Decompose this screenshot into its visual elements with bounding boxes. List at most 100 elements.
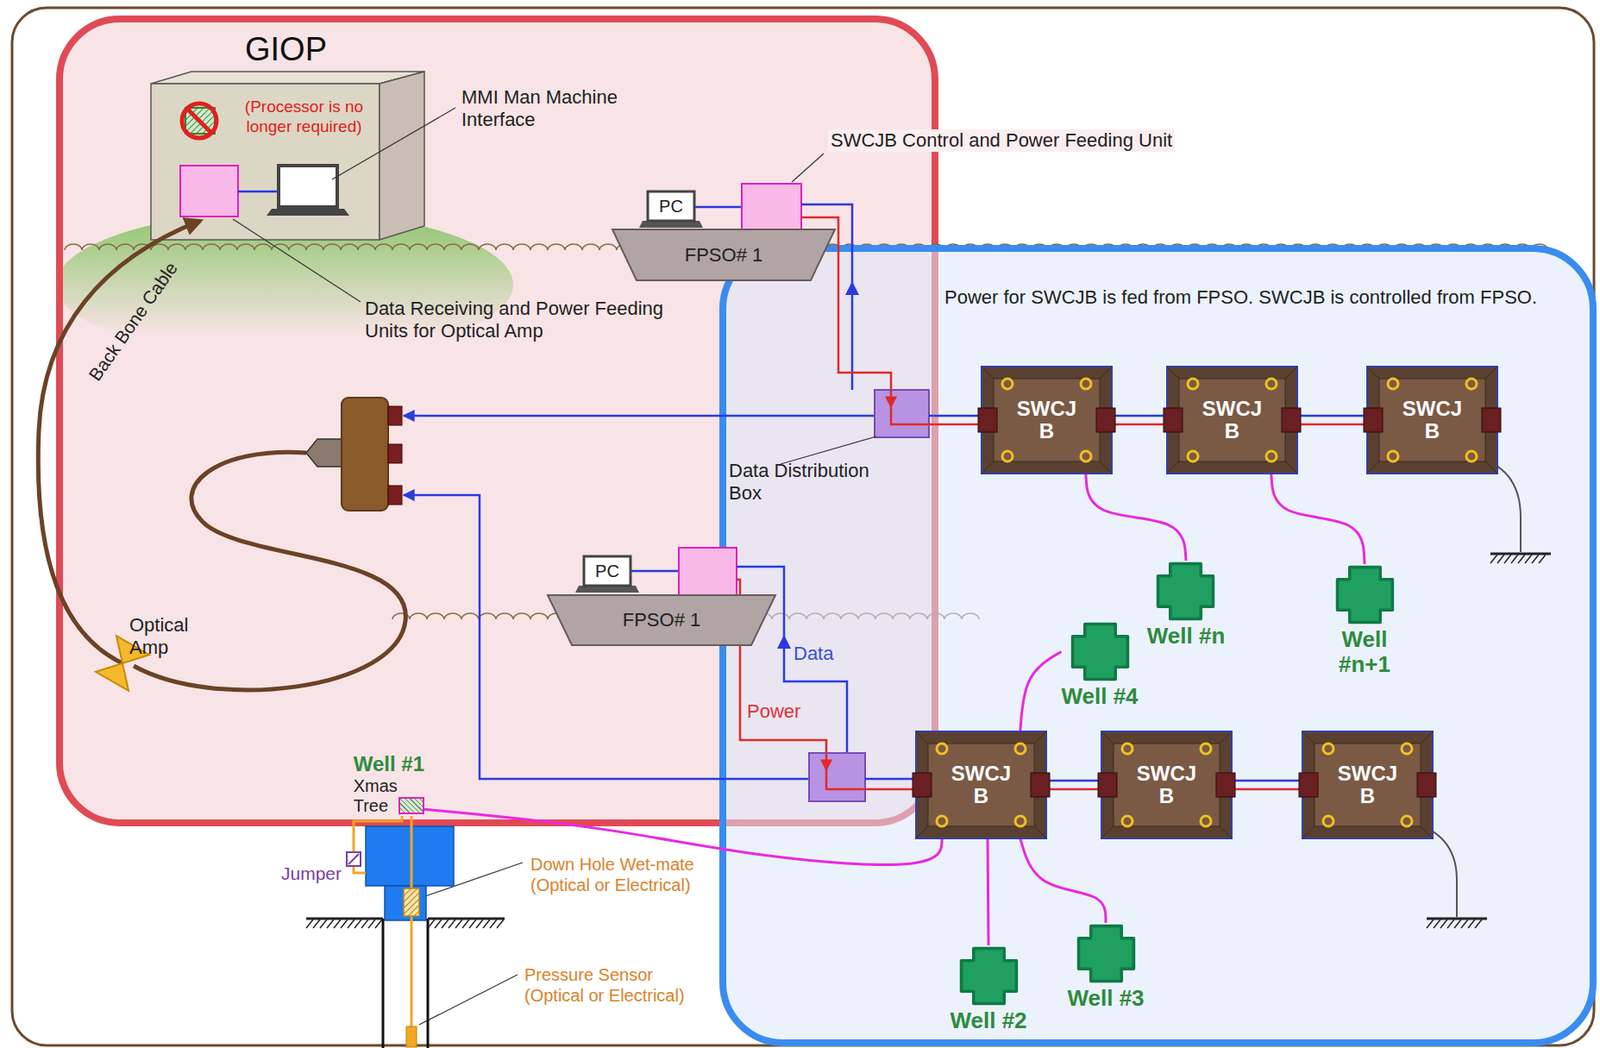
ground-symbol xyxy=(313,919,320,929)
label-holder: Data Receiving and Power Feeding Units f… xyxy=(364,297,710,344)
ground-symbol xyxy=(347,919,355,929)
junction-box: SWCJ B xyxy=(1167,366,1298,474)
node-label: SWCJ B xyxy=(947,762,1017,809)
signal-label: Data xyxy=(793,642,834,666)
leader-line xyxy=(232,219,361,302)
subsea-region-shape xyxy=(722,248,1594,1043)
data-line xyxy=(1111,414,1168,418)
label-holder: SWCJB Control and Power Feeding Unit xyxy=(828,129,1175,152)
ground-symbol xyxy=(306,917,383,921)
label-holder: Down Hole Wet-mate (Optical or Electrica… xyxy=(527,853,719,896)
well-head xyxy=(403,888,420,917)
back-bone-cable xyxy=(37,220,406,691)
ground-symbol xyxy=(489,919,497,929)
well-head xyxy=(353,865,366,873)
signal-label: Power xyxy=(746,700,801,723)
junction-box: SWCJ B xyxy=(1302,731,1433,839)
callout-label: Data Receiving and Power Feeding Units f… xyxy=(364,297,710,344)
node-label: Xmas Tree xyxy=(353,776,402,816)
node-label: Well #3 xyxy=(1066,985,1144,1011)
part-label: Optical Amp xyxy=(129,614,208,660)
onshore-station xyxy=(150,71,425,84)
well-head xyxy=(410,815,414,1029)
ground-symbol xyxy=(1518,554,1525,564)
node-label: PC xyxy=(595,561,620,582)
power-data-wiring xyxy=(845,281,860,295)
ground-symbol xyxy=(1524,554,1532,564)
branching-unit xyxy=(388,444,402,464)
xmas-tree: Well #1Xmas Tree xyxy=(353,752,425,816)
data-line xyxy=(1231,779,1303,783)
power-line xyxy=(1297,423,1368,427)
ground-symbol xyxy=(455,919,463,929)
well-node: Well #4 xyxy=(1060,621,1138,710)
power-data-wiring xyxy=(403,495,810,779)
ground-symbol xyxy=(1454,919,1462,929)
region-panel: SWCJ BSWCJ BSWCJ BWell #nWell #n+1Well #… xyxy=(719,244,1597,1047)
node-label: (Processor is no longer required) xyxy=(232,97,376,138)
label-holder: Data xyxy=(793,642,834,666)
node-label: SWCJ B xyxy=(1132,762,1202,809)
ground-symbol xyxy=(361,919,369,929)
well-head xyxy=(426,918,430,1048)
power-line xyxy=(1231,788,1303,791)
part-label: Jumper xyxy=(281,862,342,885)
label-holder: MMI Man Machine Interface xyxy=(461,86,634,132)
well-head xyxy=(346,852,361,866)
branching-unit xyxy=(388,406,402,426)
ground-symbol xyxy=(1511,554,1519,564)
ground-symbol xyxy=(306,553,1551,929)
ground-symbol xyxy=(469,919,477,929)
xmas-tree-block xyxy=(398,796,425,815)
power-data-wiring xyxy=(777,634,791,649)
well-jumper-cable xyxy=(1085,473,1186,561)
power-data-wiring xyxy=(403,204,982,802)
fpso-equipment xyxy=(630,570,679,573)
well-symbol xyxy=(958,945,1020,1007)
junction-box: SWCJ B xyxy=(916,731,1047,839)
well-head xyxy=(348,853,359,865)
well-symbol xyxy=(1334,564,1396,626)
region-heading: GIOP xyxy=(244,31,327,69)
onshore-station xyxy=(379,71,425,240)
data-line xyxy=(1297,414,1368,418)
ground-symbol xyxy=(326,919,334,929)
onshore-station xyxy=(150,71,425,240)
region-panel: (Processor is no longer required)PCFPSO#… xyxy=(56,15,939,827)
junction-box: SWCJ B xyxy=(981,366,1112,474)
ground-symbol xyxy=(427,917,505,921)
data-line xyxy=(1046,779,1102,783)
well-jumper-cable xyxy=(1271,473,1365,565)
ground-symbol xyxy=(462,919,470,929)
junction-box: SWCJ B xyxy=(1367,366,1498,474)
node-label: SWCJ B xyxy=(1398,397,1468,444)
power-data-wiring xyxy=(403,414,875,418)
node-label: PC xyxy=(658,196,684,217)
onshore-station xyxy=(187,108,212,133)
branching-unit xyxy=(306,397,402,511)
ground-symbol xyxy=(483,919,490,929)
onshore-station xyxy=(185,107,215,134)
well-symbol xyxy=(1069,621,1131,683)
well-jumper-cable xyxy=(1020,652,1062,732)
node-label: Well #n+1 xyxy=(1325,627,1404,677)
ground-symbol xyxy=(1440,919,1448,929)
ground-symbol xyxy=(306,919,314,929)
label-holder: Optical Amp xyxy=(129,614,208,660)
ground-symbol xyxy=(1497,554,1505,564)
onshore-station xyxy=(238,190,279,194)
power-data-wiring xyxy=(928,414,982,418)
power-data-wiring xyxy=(874,389,929,438)
ground-symbol xyxy=(476,919,484,929)
ground-symbol xyxy=(1447,919,1455,929)
ground-symbol xyxy=(1538,554,1546,564)
ground-symbol xyxy=(441,919,449,929)
node-label: SWCJ B xyxy=(1333,762,1403,809)
leader-line xyxy=(419,974,518,1025)
ground-symbol xyxy=(1461,919,1469,929)
well-head xyxy=(346,815,454,1048)
ground-symbol xyxy=(354,919,362,929)
jumper-line xyxy=(1271,473,1365,565)
jumper-line xyxy=(1020,838,1106,923)
